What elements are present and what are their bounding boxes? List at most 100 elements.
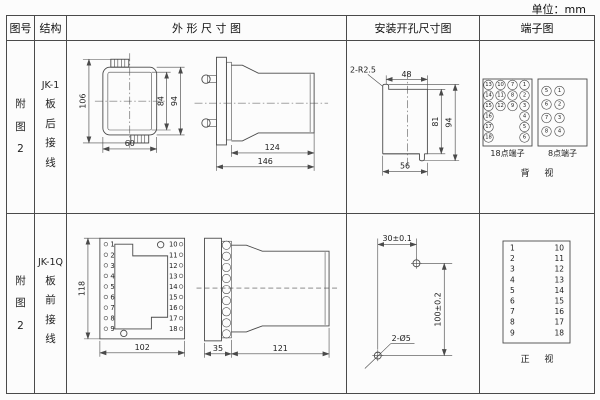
row1-install-cell: 48 2-R2.5 81 94 56 — [347, 41, 480, 214]
jk1q-terminal-diagram: 1 2 3 4 5 6 7 8 9 10 11 12 13 14 15 — [502, 240, 571, 365]
mounting-hole — [157, 241, 165, 249]
label-18pt: 18点端子 — [490, 148, 524, 158]
terminal-pin: 4 — [558, 128, 562, 134]
terminal-pin: 14 — [485, 92, 492, 98]
terminal-pin: 18 — [485, 134, 492, 140]
pin-number: 8 — [110, 315, 114, 323]
struct-char: 板 — [45, 98, 56, 111]
model-label: JK-1Q — [38, 256, 63, 268]
terminal-list-right: 10 11 12 13 14 15 16 17 18 — [554, 244, 564, 338]
dim-81: 81 — [431, 116, 440, 126]
fig-char: 2 — [17, 319, 24, 332]
terminal-list-left: 1 2 3 4 5 6 7 8 9 — [510, 244, 515, 338]
terminal-number: 2 — [510, 254, 515, 263]
terminal-pin: 3 — [558, 115, 561, 121]
terminal-number: 9 — [510, 328, 515, 337]
fig-char: 图 — [15, 120, 26, 133]
terminal-pin: 15 — [485, 103, 492, 109]
pin-number: 14 — [169, 283, 178, 291]
header-outline: 外 形 尺 寸 图 — [67, 16, 347, 41]
terminal-number: 10 — [554, 244, 564, 253]
mounting-hole — [120, 329, 128, 338]
label-rear-view: 背 视 — [521, 167, 560, 179]
terminal-pin: 8 — [545, 128, 548, 134]
dim-94: 94 — [170, 96, 179, 106]
pin-number: 2 — [110, 251, 114, 259]
pin-number: 3 — [110, 262, 114, 270]
pin-number: 17 — [169, 315, 178, 323]
terminal-number: 14 — [554, 286, 564, 295]
unit-label: 单位：mm — [531, 3, 586, 16]
pin-number: 15 — [169, 294, 178, 302]
struct-char: 接 — [45, 137, 56, 150]
row2-fig-no: 附 图 2 — [7, 214, 35, 393]
terminal-pin: 9 — [511, 103, 514, 109]
row1-terminal-cell: 13 10 7 1 14 11 8 2 15 12 9 3 16 4 17 5 — [480, 41, 594, 214]
terminal-number: 11 — [554, 254, 564, 263]
terminal-pin: 1 — [558, 88, 561, 94]
label-front-view: 正 视 — [521, 353, 560, 365]
dim-124: 124 — [265, 142, 280, 151]
dim-56: 56 — [400, 161, 410, 170]
pin-number: 9 — [110, 325, 114, 333]
row2-outline-cell: 1 2 3 4 5 6 7 8 9 10 11 12 13 14 15 — [67, 214, 347, 393]
row1-structure: JK-1 板 后 接 线 — [35, 41, 67, 214]
front-pins-left: 1 2 3 4 5 6 7 8 9 — [103, 241, 115, 333]
row2-terminal-cell: 1 2 3 4 5 6 7 8 9 10 11 12 13 14 15 — [480, 214, 594, 393]
pin-number: 12 — [169, 262, 178, 270]
terminal-number: 13 — [554, 275, 564, 284]
dim-60: 60 — [125, 138, 135, 147]
terminal-pin: 7 — [545, 115, 548, 121]
fig-char: 附 — [15, 274, 26, 287]
row2-install-cell: 30±0.1 100±0.2 2-Ø5 — [347, 214, 480, 393]
dim-146: 146 — [258, 156, 273, 165]
pin-number: 7 — [110, 304, 114, 312]
fig-char: 附 — [15, 98, 26, 111]
struct-char: 后 — [45, 117, 56, 130]
model-label: JK-1 — [41, 80, 60, 92]
label-8pt: 8点端子 — [548, 148, 577, 158]
terminal-number: 6 — [510, 297, 515, 306]
row1-outline-cell: 106 84 94 60 — [67, 41, 347, 214]
terminal-pin: 1 — [523, 82, 526, 88]
terminal-pin: 3 — [523, 103, 526, 109]
fig-char: 2 — [17, 143, 24, 156]
terminal-number: 4 — [510, 275, 515, 284]
dim-100: 100±0.2 — [433, 292, 442, 326]
hole-note: 2-Ø5 — [392, 333, 411, 343]
terminal-number: 8 — [510, 318, 515, 327]
dim-102: 102 — [135, 343, 150, 352]
spec-table: 图号 结构 外 形 尺 寸 图 安装开孔尺寸图 端子图 附 图 2 JK-1 板… — [6, 15, 595, 394]
dim-121: 121 — [273, 344, 288, 353]
dim-94: 94 — [445, 117, 454, 127]
fig-char: 图 — [15, 297, 26, 310]
dim-30: 30±0.1 — [382, 234, 411, 243]
pin-number: 6 — [110, 294, 114, 302]
jk1q-outline-drawing: 1 2 3 4 5 6 7 8 9 10 11 12 13 14 15 — [77, 237, 339, 358]
pin-number: 4 — [110, 272, 114, 280]
terminal-pin: 6 — [545, 101, 548, 107]
top-terminal-block — [110, 58, 130, 68]
jk1-cutout-drawing: 48 2-R2.5 81 94 56 — [350, 65, 460, 176]
header-install: 安装开孔尺寸图 — [347, 16, 480, 41]
terminal-pin: 4 — [523, 113, 527, 119]
terminal-number: 18 — [554, 328, 564, 337]
terminal-pin: 10 — [497, 82, 504, 88]
struct-char: 线 — [45, 156, 56, 169]
pin-number: 5 — [110, 283, 114, 291]
pin-number: 16 — [169, 304, 178, 312]
terminal-pin: 6 — [523, 134, 526, 140]
terminal-number: 5 — [510, 286, 515, 295]
terminal-pin: 5 — [523, 124, 526, 130]
dim-35: 35 — [213, 344, 223, 353]
terminal-number: 17 — [554, 318, 564, 327]
terminal-stud — [201, 117, 217, 128]
header-structure: 结构 — [35, 16, 67, 41]
pin-number: 11 — [169, 251, 178, 259]
dim-118: 118 — [77, 281, 86, 296]
terminal-number: 15 — [554, 297, 564, 306]
terminal-grid-8: 5 1 6 2 7 3 8 4 — [541, 85, 565, 137]
terminal-stud — [201, 74, 217, 84]
terminal-pin: 12 — [497, 103, 504, 109]
dim-48: 48 — [402, 69, 412, 78]
